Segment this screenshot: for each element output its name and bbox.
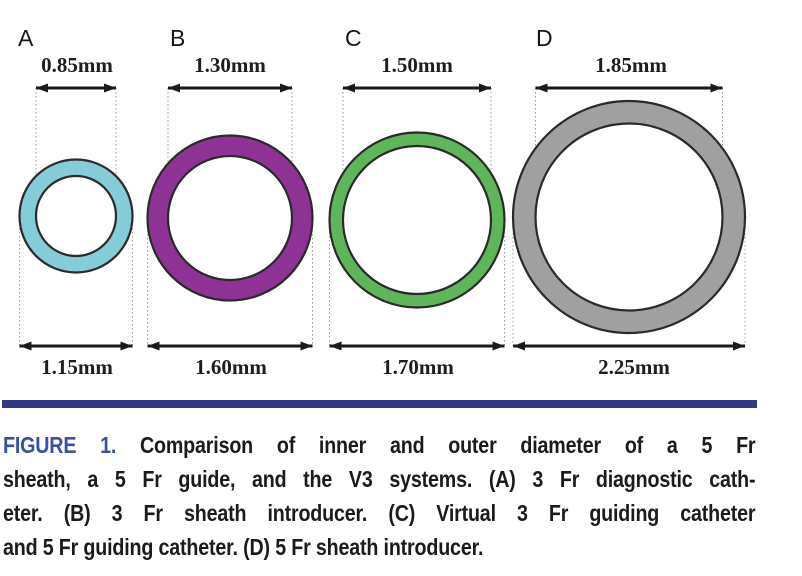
inner-diameter-label-d: 1.85mm: [595, 53, 667, 77]
caption-line-1: FIGURE 1. Comparison of inner and outer …: [3, 428, 756, 462]
panel-letter-a: A: [18, 25, 34, 51]
panel-letter-b: B: [170, 25, 186, 51]
outer-diameter-label-d: 2.25mm: [598, 355, 670, 379]
caption-line-4: and 5 Fr guiding catheter. (D) 5 Fr shea…: [3, 534, 484, 560]
caption-text-1: Comparison of inner and outer diameter o…: [140, 432, 756, 458]
ring-a-inner: [34, 174, 118, 258]
outer-diameter-label-c: 1.70mm: [382, 355, 454, 379]
panel-letter-c: C: [345, 25, 363, 51]
figure-number-label: FIGURE 1.: [3, 432, 117, 458]
caption-line-3: eter. (B) 3 Fr sheath introducer. (C) Vi…: [3, 500, 756, 526]
inner-diameter-label-c: 1.50mm: [381, 53, 453, 77]
outer-diameter-label-a: 1.15mm: [41, 355, 113, 379]
figure-caption: FIGURE 1. Comparison of inner and outer …: [3, 428, 756, 564]
ring-c-inner: [341, 144, 493, 296]
ring-b-inner: [166, 154, 294, 282]
panel-letter-d: D: [536, 25, 554, 51]
caption-line-2: sheath, a 5 Fr guide, and the V3 systems…: [3, 466, 756, 492]
ring-d-inner: [534, 122, 724, 312]
caption-divider-rule: [2, 400, 757, 408]
inner-diameter-label-b: 1.30mm: [194, 53, 266, 77]
outer-diameter-label-b: 1.60mm: [195, 355, 267, 379]
inner-diameter-label-a: 0.85mm: [41, 53, 113, 77]
diameter-diagram: [18, 83, 747, 351]
